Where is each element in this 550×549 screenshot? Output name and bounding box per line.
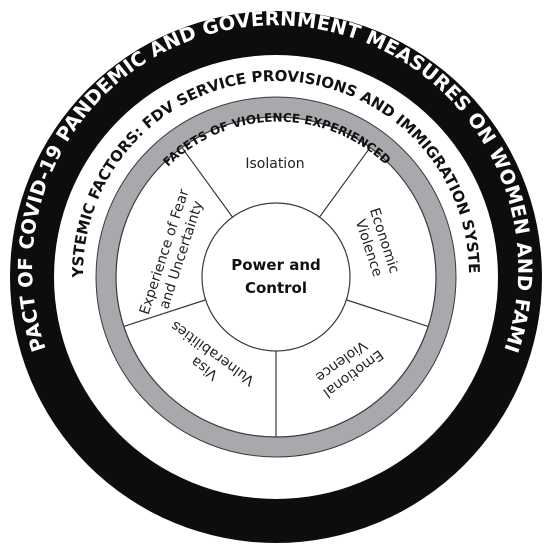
segment-isolation-label: Isolation [245, 156, 304, 172]
segment-isolation: Isolation [245, 156, 304, 172]
segment-dividers [123, 147, 429, 437]
center-label-line2: Control [245, 279, 307, 297]
segment-divider [181, 147, 233, 218]
center-label-line1: Power and [231, 256, 321, 274]
center-circle [201, 202, 351, 352]
segment-divider [319, 147, 371, 218]
segment-divider [346, 299, 429, 328]
segment-divider [123, 299, 206, 328]
